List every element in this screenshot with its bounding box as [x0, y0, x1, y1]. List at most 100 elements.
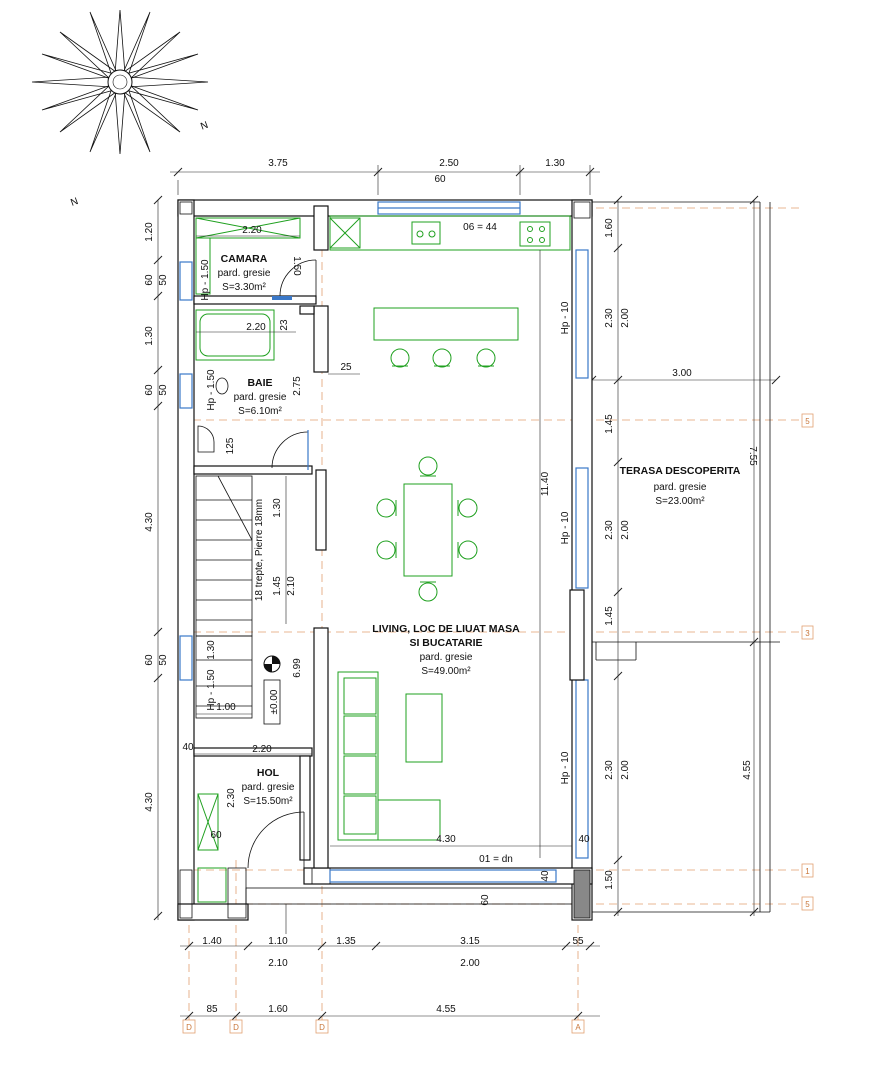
- axis-marker-right-1: 5: [805, 417, 810, 426]
- dim-baie-w: 2.20: [246, 322, 266, 333]
- room-floor-terasa: pard. gresie: [654, 482, 707, 493]
- dim-left-4: 1.30: [144, 326, 155, 346]
- dim-hol-220: 2.20: [252, 744, 272, 755]
- dim-100: 1.00: [216, 702, 236, 713]
- dim-bottom-4: 3.15: [460, 936, 480, 947]
- kitchen-island: [373, 307, 519, 368]
- room-camara: 2.20 1.50 Hp - 1.50 CAMARA pard. gresie …: [195, 217, 302, 301]
- dim-far-right-1: 7.55: [747, 446, 758, 466]
- level-marker: ±0.00 6.99: [263, 655, 303, 725]
- entrance-step: [245, 887, 573, 934]
- dim-left-1: 1.20: [144, 222, 155, 242]
- window-code-6: Hp - 1.50: [206, 669, 217, 711]
- axis-markers-right: 5 3 1 5: [801, 413, 814, 911]
- dim-bottom-6: 2.10: [268, 958, 288, 969]
- dim-left-2: 60: [144, 274, 155, 286]
- dim-right-4: 1.45: [604, 414, 615, 434]
- room-hol: 40 2.20 2.30 60 HOL pard. gresie S=15.50…: [182, 742, 312, 903]
- dim-bottom-9: 1.60: [268, 1004, 288, 1015]
- dim-bottom-7: 2.00: [460, 958, 480, 969]
- dim-top-4: 60: [434, 174, 446, 185]
- room-area-camara: S=3.30m²: [222, 282, 266, 293]
- window-code-1: Hp - 1.50: [200, 259, 211, 301]
- dim-baie-h: 2.75: [292, 376, 303, 396]
- room-name-living-2: SI BUCATARIE: [409, 637, 482, 649]
- dim-right-2: 2.30: [604, 308, 615, 328]
- dim-bottom-8: 85: [206, 1004, 218, 1015]
- dim-living-60: 60: [480, 894, 491, 906]
- dim-camara-h: 1.50: [291, 256, 302, 276]
- dim-chain-bottom: 1.40 1.10 1.35 3.15 55 2.10 2.00 85 1.60…: [180, 936, 600, 1021]
- north-label-2: N: [199, 118, 210, 131]
- room-area-hol: S=15.50m²: [243, 796, 293, 807]
- dim-right-10: 1.50: [604, 870, 615, 890]
- room-terasa: TERASA DESCOPERITA pard. gresie S=23.00m…: [620, 465, 741, 507]
- room-floor-camara: pard. gresie: [218, 268, 271, 279]
- dim-stair-130b: 1.30: [206, 640, 217, 660]
- doors: [247, 259, 317, 869]
- dim-hol-230: 2.30: [226, 788, 237, 808]
- room-area-terasa: S=23.00m²: [655, 496, 705, 507]
- window-code-4: Hp - 10: [560, 511, 571, 544]
- room-name-living-1: LIVING, LOC DE LIUAT MASA: [372, 623, 520, 635]
- axis-marker-right-4: 5: [805, 900, 810, 909]
- dim-stair-130: 1.30: [272, 498, 283, 518]
- room-floor-baie: pard. gresie: [234, 392, 287, 403]
- room-area-living: S=49.00m²: [421, 666, 471, 677]
- level-value: ±0.00: [269, 689, 280, 714]
- axis-marker-bottom-3: D: [319, 1023, 325, 1032]
- room-living: LIVING, LOC DE LIUAT MASA SI BUCATARIE p…: [330, 250, 590, 906]
- dim-699: 6.99: [292, 658, 303, 678]
- dim-chain-top: 3.75 2.50 1.30 60: [170, 158, 600, 195]
- room-baie: 2.20 23 2.75 Hp - 1.50 125 BAIE pard. gr…: [195, 309, 303, 454]
- door-code: 01 = dn: [479, 854, 513, 865]
- dim-bottom-3: 1.35: [336, 936, 356, 947]
- dim-living-1140: 11.40: [540, 471, 551, 496]
- terrace-outline: [592, 201, 780, 913]
- dim-chain-right: 1.60 2.30 2.00 1.45 2.30 2.00 1.45 2.30 …: [604, 195, 631, 917]
- dim-left-7: 4.30: [144, 512, 155, 532]
- room-floor-hol: pard. gresie: [242, 782, 295, 793]
- counter-code: 06 = 44: [463, 222, 497, 233]
- dim-right-7: 1.45: [604, 606, 615, 626]
- dim-right-1: 1.60: [604, 218, 615, 238]
- dim-terrace-width-text: 3.00: [672, 368, 692, 379]
- stair-note: 18 trepte, Pierre 18mm: [254, 499, 265, 601]
- dim-left-8: 60: [144, 654, 155, 666]
- dim-chain-far-right: 7.55 4.55: [742, 195, 759, 917]
- room-floor-living: pard. gresie: [420, 652, 473, 663]
- dim-door-25: 25: [340, 362, 352, 373]
- dim-top-3: 1.30: [545, 158, 565, 169]
- room-name-camara: CAMARA: [221, 253, 268, 265]
- kitchen-counter: 06 = 44: [329, 215, 571, 251]
- dim-top-1: 3.75: [268, 158, 288, 169]
- dim-living-40a: 40: [578, 834, 590, 845]
- dim-stair-210: 2.10: [286, 576, 297, 596]
- window-code-2: Hp - 1.50: [206, 369, 217, 411]
- room-name-terasa: TERASA DESCOPERITA: [620, 465, 741, 477]
- axis-marker-right-2: 3: [805, 629, 810, 638]
- dim-baie-23: 23: [279, 319, 290, 331]
- dim-chain-left: 1.20 60 50 1.30 60 50 4.30 60 50 4.30: [144, 195, 169, 921]
- dim-right-3: 2.00: [620, 308, 631, 328]
- axis-marker-bottom-1: D: [186, 1023, 192, 1032]
- dim-hol-60: 60: [210, 830, 222, 841]
- room-name-hol: HOL: [257, 767, 280, 779]
- dim-right-9: 2.00: [620, 760, 631, 780]
- dim-far-right-2: 4.55: [742, 760, 753, 780]
- dim-hol-40: 40: [182, 742, 194, 753]
- dim-living-430: 4.30: [436, 834, 456, 845]
- room-area-baie: S=6.10m²: [238, 406, 282, 417]
- dim-left-10: 4.30: [144, 792, 155, 812]
- axis-marker-bottom-4: A: [575, 1023, 581, 1032]
- dim-left-3: 50: [158, 274, 169, 286]
- dim-right-8: 2.30: [604, 760, 615, 780]
- dim-stair-145: 1.45: [272, 576, 283, 596]
- dim-left-5: 60: [144, 384, 155, 396]
- room-name-baie: BAIE: [247, 377, 272, 389]
- dim-left-6: 50: [158, 384, 169, 396]
- dim-camara-w: 2.20: [242, 225, 262, 236]
- dim-bottom-2: 1.10: [268, 936, 288, 947]
- dining-table: [376, 456, 478, 602]
